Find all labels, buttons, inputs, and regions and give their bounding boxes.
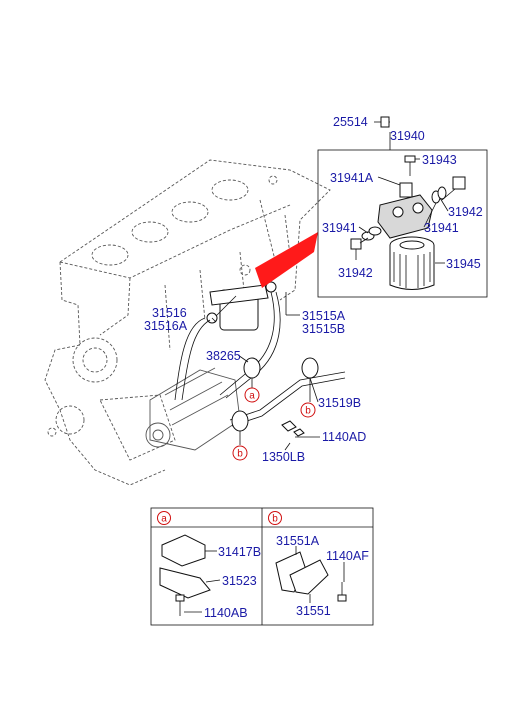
bolt-1140AD xyxy=(281,420,297,432)
washer-1350LB xyxy=(293,428,305,437)
callout-31516A: 31516A xyxy=(144,319,188,333)
filter-detail-box xyxy=(317,149,488,298)
bolt-31942-left xyxy=(350,237,369,250)
washers-31941-left xyxy=(361,226,382,241)
washers-31941-right xyxy=(431,186,447,204)
callout-31515A: 31515A xyxy=(302,309,346,323)
svg-text:a: a xyxy=(249,391,255,402)
bolt-31943 xyxy=(404,155,416,176)
svg-text:a: a xyxy=(161,514,167,525)
bolt-1140AF xyxy=(337,582,347,602)
callout-38265: 38265 xyxy=(206,349,241,363)
detail-b-header: b xyxy=(268,511,282,525)
detail-table xyxy=(150,507,374,626)
ref-marker-a: a xyxy=(244,387,260,403)
callout-31523: 31523 xyxy=(222,574,257,588)
callout-31943: 31943 xyxy=(422,153,457,167)
svg-text:b: b xyxy=(237,449,243,460)
clamp-bracket-31417B xyxy=(161,534,206,567)
hose-clamp-b-lower xyxy=(231,410,249,432)
callout-1350LB: 1350LB xyxy=(262,450,305,464)
bolt-31942-right xyxy=(441,176,466,201)
callout-31551A: 31551A xyxy=(276,534,320,548)
filter-head xyxy=(377,182,433,239)
callout-31519B: 31519B xyxy=(318,396,361,410)
engine-block xyxy=(44,159,331,486)
callout-31940: 31940 xyxy=(390,129,425,143)
engine-filter-assembly xyxy=(206,281,277,331)
clamp-31523 xyxy=(159,567,211,599)
ref-marker-b-lower: b xyxy=(232,445,248,461)
fuel-filter-cartridge xyxy=(389,236,435,290)
highlight-arrow xyxy=(255,232,318,288)
callout-1140AF: 1140AF xyxy=(326,549,369,563)
callout-31551: 31551 xyxy=(296,604,331,618)
detail-a-header: a xyxy=(157,511,171,525)
injection-pump xyxy=(145,367,241,451)
ref-marker-b-upper: b xyxy=(300,402,316,418)
callout-31942-right: 31942 xyxy=(448,205,483,219)
callout-1140AB: 1140AB xyxy=(204,606,248,620)
hose-clamp-b-upper xyxy=(301,357,319,379)
callout-31941A: 31941A xyxy=(330,171,374,185)
bolt-1140AB xyxy=(175,594,185,616)
callout-31516: 31516 xyxy=(152,306,187,320)
svg-text:b: b xyxy=(305,406,311,417)
bolt-25514 xyxy=(380,116,390,128)
callout-31941-right: 31941 xyxy=(424,221,459,235)
clamp-31551 xyxy=(289,559,329,595)
callout-25514: 25514 xyxy=(333,115,368,129)
callout-31941-left: 31941 xyxy=(322,221,357,235)
callout-31945: 31945 xyxy=(446,257,481,271)
leader-lines xyxy=(211,121,449,451)
callout-1140AD: 1140AD xyxy=(322,430,366,444)
callout-31942-left: 31942 xyxy=(338,266,373,280)
callout-31515B: 31515B xyxy=(302,322,345,336)
svg-text:b: b xyxy=(272,514,278,525)
callout-31417B: 31417B xyxy=(218,545,261,559)
